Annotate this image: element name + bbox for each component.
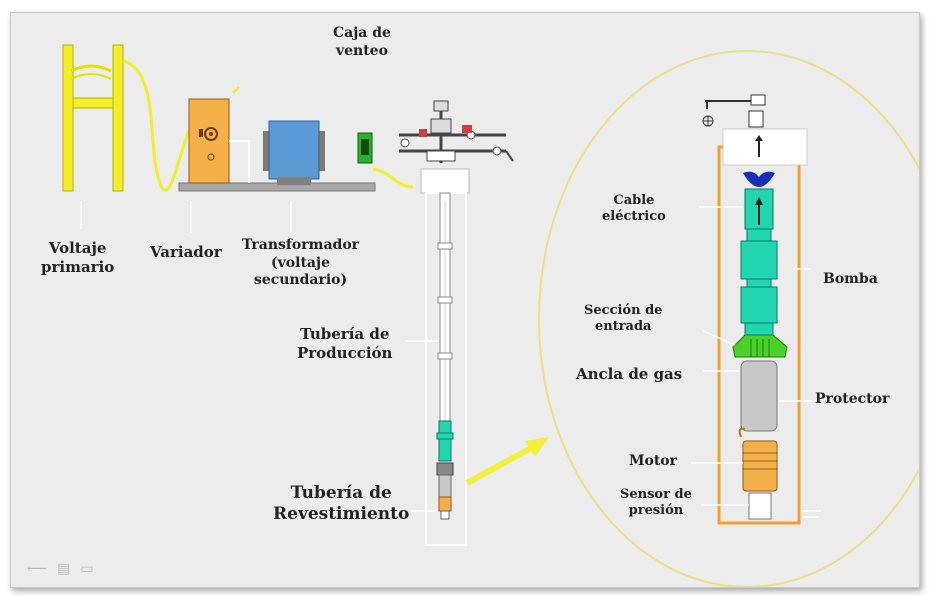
secondary-transformer <box>263 120 325 185</box>
primary-transformer-post <box>62 44 124 192</box>
label-line: Transformador <box>242 237 360 253</box>
label-seccion-entrada: Sección de entrada <box>584 303 662 336</box>
blue-coupler <box>743 171 775 187</box>
label-line: Caja de <box>333 25 391 41</box>
label-transformador: Transformador (voltaje secundario) <box>242 237 359 290</box>
label-caja-venteo: Caja de venteo <box>333 25 391 60</box>
label-line: Cable <box>613 193 655 208</box>
label-tuberia-produccion: Tubería de Producción <box>297 325 392 363</box>
label-motor: Motor <box>629 453 678 469</box>
comment-icon[interactable]: ▭ <box>80 561 94 577</box>
protector-section <box>740 360 778 432</box>
vent-box <box>357 132 373 164</box>
label-line: entrada <box>594 319 652 335</box>
intake-section <box>732 322 788 358</box>
label-line: (voltaje <box>271 254 330 271</box>
label-bomba: Bomba <box>823 271 878 287</box>
wellhead-flange <box>420 168 470 194</box>
detail-ellipse <box>538 50 919 587</box>
wellhead <box>399 100 514 163</box>
label-variador: Variador <box>150 243 222 261</box>
small-pump-assembly <box>436 420 454 520</box>
label-line: Voltaje <box>48 239 107 257</box>
back-arrow-icon[interactable]: ⟵ <box>27 561 48 577</box>
pump-section <box>740 188 778 324</box>
slide: Voltaje primario Variador Transformador … <box>10 12 920 588</box>
label-line: Producción <box>297 343 393 362</box>
label-line: venteo <box>335 42 388 59</box>
label-tuberia-revestimiento: Tubería de Revestimiento <box>273 483 409 526</box>
label-line: primario <box>41 257 115 276</box>
label-voltaje-primario: Voltaje primario <box>41 239 114 277</box>
label-line: presión <box>628 503 684 519</box>
supply-cable <box>122 59 193 192</box>
leader-lines <box>80 201 821 518</box>
motor-section <box>738 427 778 492</box>
variador-unit <box>188 86 240 184</box>
esp-system-diagram <box>62 44 919 587</box>
label-line: eléctrico <box>602 209 666 225</box>
label-cable-electrico: Cable eléctrico <box>602 193 666 226</box>
label-line: Tubería de <box>300 325 390 343</box>
slide-menu-icon[interactable]: ▤ <box>57 561 71 577</box>
detail-wellhead <box>702 94 766 128</box>
label-line: secundario) <box>253 272 348 288</box>
slideshow-controls: ⟵ ▤ ▭ <box>27 561 94 577</box>
detail-cap <box>722 128 808 166</box>
arrow-right-icon <box>465 437 549 486</box>
label-line: Revestimiento <box>273 504 410 525</box>
label-line: Tubería de <box>290 483 392 503</box>
label-protector: Protector <box>815 391 890 407</box>
label-ancla-gas: Ancla de gas <box>576 365 683 383</box>
pressure-sensor <box>748 492 772 520</box>
label-sensor-presion: Sensor de presión <box>620 487 692 520</box>
label-line: Sección de <box>584 303 663 318</box>
label-line: Sensor de <box>620 487 692 502</box>
